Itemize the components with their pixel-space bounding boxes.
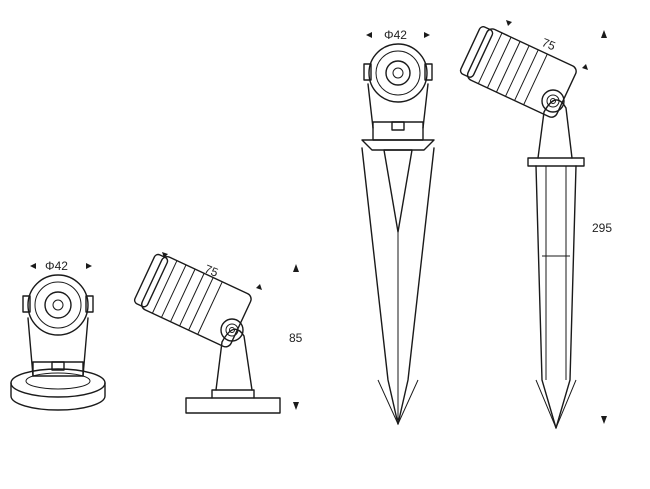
height-dimension-spike: 295	[592, 30, 612, 424]
spike-mount-front-view: Φ42	[361, 28, 435, 426]
diameter-label: Φ42	[45, 259, 68, 273]
height-dimension: 85	[289, 264, 303, 410]
surface-mount-side-view: 75 85	[133, 252, 303, 414]
height-label-spike: 295	[592, 221, 612, 235]
diameter-dimension-spike: Φ42	[366, 28, 430, 42]
length-label-spike: 75	[540, 35, 558, 53]
surface-mount-front-view: Φ42	[10, 259, 106, 411]
length-dimension-spike: 75	[506, 20, 588, 70]
diameter-dimension: Φ42	[30, 259, 92, 273]
height-label: 85	[289, 331, 303, 345]
diameter-label-spike: Φ42	[384, 28, 407, 42]
spike-mount-side-view: 75 295	[459, 20, 612, 430]
